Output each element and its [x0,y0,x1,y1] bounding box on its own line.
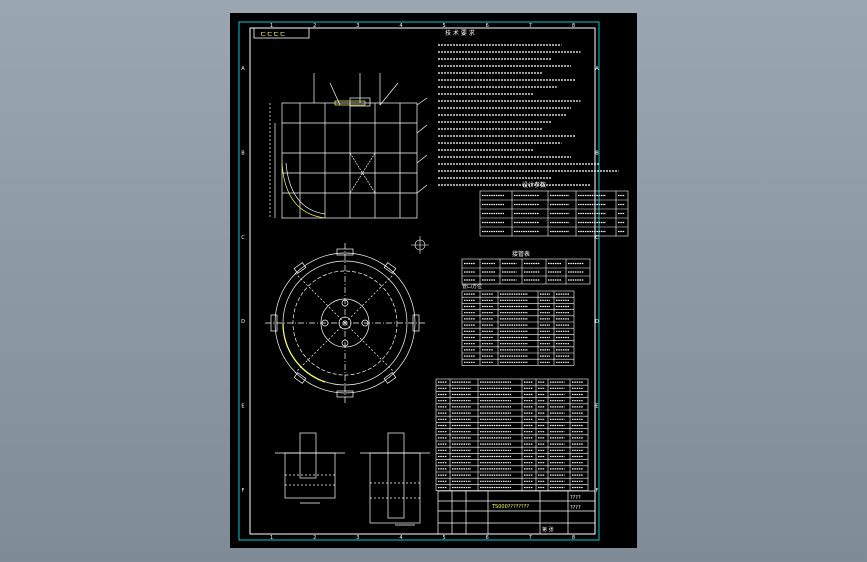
cad-drawing: ㄷㄷㄷㄷ 1 2 3 4 5 6 7 8 1 2 3 4 5 6 7 8 A B C D E F A B C D E F [238,21,629,541]
frame-col-label: 8 [572,535,575,541]
frame-row-label: D [241,319,245,325]
frame-row-label: F [596,488,599,494]
frame-row-label: C [241,235,245,241]
detail-view-1 [275,432,345,504]
frame-col-label: 6 [486,535,489,541]
frame-row-label: B [595,151,599,157]
design-parameter-table [479,190,629,237]
frame-row-labels-right: A B C D E F [595,66,599,494]
title-block [437,490,596,535]
notes-heading: 技 术 要 求 [445,29,475,37]
scale-text: ???? [570,495,581,501]
table-frame [461,258,591,285]
frame-row-label: C [595,235,599,241]
nozzle-table [461,258,591,285]
table3-title: 管口方位 [462,283,482,290]
frame-col-label: 2 [313,535,316,541]
frame-col-label: 1 [270,23,273,29]
page-text: 第 张 [542,526,554,533]
drawing-sheet: ㄷㄷㄷㄷ 1 2 3 4 5 6 7 8 1 2 3 4 5 6 7 8 A B C D E F A B C D E F [230,13,637,548]
orientation-table [461,290,575,366]
frame-row-label: A [241,66,245,72]
table1-title: 设计参数 [522,181,546,189]
title-tag: ㄷㄷㄷㄷ [260,30,286,38]
frame-row-label: A [595,66,599,72]
frame-row-label: E [241,404,244,410]
frame-row-labels-left: A B C D E F [241,66,245,494]
frame-col-label: 8 [572,23,575,29]
frame-col-label: 4 [399,23,402,29]
table2-title: 接管表 [512,250,530,258]
detail-view-2 [360,432,430,526]
frame-row-label: E [595,404,598,410]
title-tag-box [253,27,310,39]
frame-col-label: 3 [356,535,359,541]
frame-row-label: F [242,488,245,494]
frame-row-label: B [241,151,245,157]
frame-col-label: 7 [529,23,532,29]
compass-symbol [411,236,429,254]
technical-notes [438,44,619,186]
plan-view [265,243,425,403]
frame-column-labels-bottom: 1 2 3 4 5 6 7 8 [270,535,575,541]
elevation-view [269,73,428,219]
frame-col-label: 2 [313,23,316,29]
code-text: ???? [570,505,581,511]
inner-frame [249,27,596,535]
frame-col-label: 5 [442,23,445,29]
frame-col-label: 7 [529,535,532,541]
parts-list [435,378,589,491]
frame-col-label: 1 [270,535,273,541]
frame-col-label: 3 [356,23,359,29]
frame-col-label: 4 [399,535,402,541]
table-frame [479,190,629,237]
drawing-name: TS000???????? [491,504,529,510]
frame-row-label: D [595,319,599,325]
frame-column-labels-top: 1 2 3 4 5 6 7 8 [270,23,575,29]
frame-col-label: 6 [486,23,489,29]
frame-col-label: 5 [442,535,445,541]
outer-frame [238,21,600,541]
